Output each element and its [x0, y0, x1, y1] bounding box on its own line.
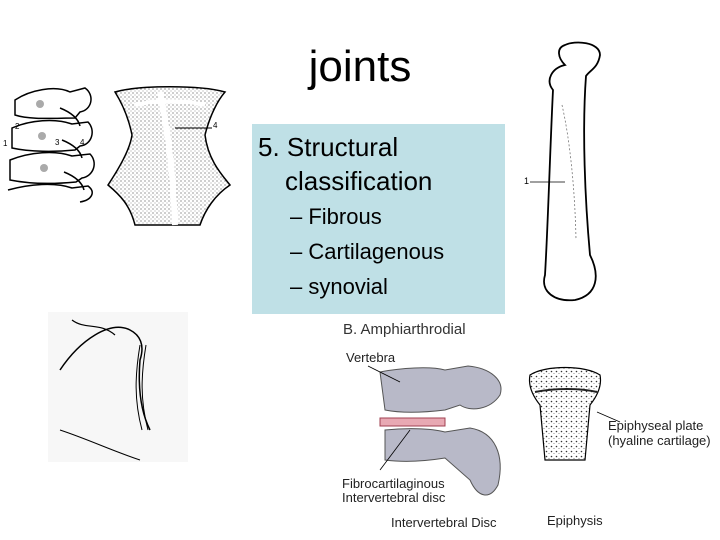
spine-label-3: 3	[55, 138, 60, 147]
sternum-label: 4	[213, 121, 218, 130]
amphiarthrodial-caption: B. Amphiarthrodial	[343, 321, 466, 338]
epiphyseal-plate-label-1: Epiphyseal plate	[608, 418, 704, 433]
content-box	[252, 124, 505, 314]
epiphysis-label: Epiphysis	[547, 513, 603, 528]
fibrocartilaginous-label-1: Fibrocartilaginous	[342, 476, 445, 491]
intervertebral-disc-label: Intervertebral Disc	[391, 515, 497, 530]
bone-label: 1	[524, 176, 530, 186]
bullet-cartilagenous: – Cartilagenous	[290, 239, 445, 264]
heading-line-1: 5. Structural	[258, 132, 399, 162]
vertebra-label: Vertebra	[346, 350, 396, 365]
spine-label-1: 1	[3, 139, 8, 148]
spine-label-4: 4	[80, 138, 85, 147]
heading-line-2: classification	[285, 166, 433, 196]
fibrocartilaginous-label-2: Intervertebral disc	[342, 490, 446, 505]
spine-label-2: 2	[15, 122, 20, 131]
epiphyseal-plate-label-2: (hyaline cartilage)	[608, 433, 711, 448]
slide-title: joints	[308, 42, 412, 91]
bullet-synovial: – synovial	[290, 274, 388, 299]
bullet-fibrous: – Fibrous	[290, 204, 382, 229]
